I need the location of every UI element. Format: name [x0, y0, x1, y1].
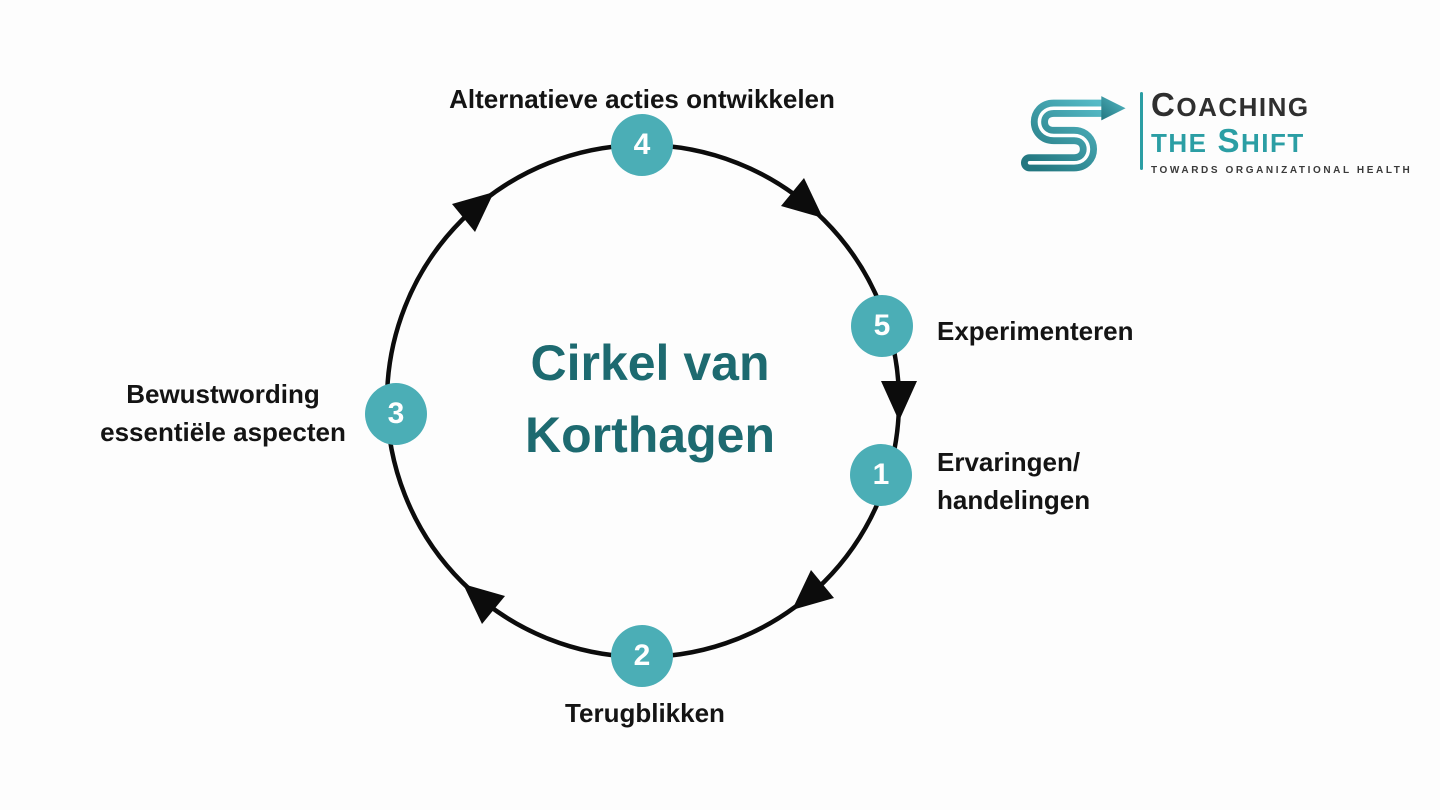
logo-divider — [1140, 92, 1143, 170]
arrowhead-step5-to-step1-icon — [881, 381, 917, 421]
step-node-4: 4 — [611, 114, 673, 176]
step-node-2: 2 — [611, 625, 673, 687]
step-node-5: 5 — [851, 295, 913, 357]
arrowhead-step3-to-step4-icon — [452, 192, 494, 232]
step-node-1: 1 — [850, 444, 912, 506]
step-number-4: 4 — [633, 128, 651, 161]
s-arrow-icon — [1020, 96, 1126, 172]
logo-tagline: TOWARDS ORGANIZATIONAL HEALTH — [1151, 165, 1413, 176]
step-number-3: 3 — [387, 397, 405, 430]
arrowhead-step1-to-step2-icon — [792, 570, 834, 610]
diagram-title-line2: Korthagen — [525, 407, 775, 463]
step-label-2: Terugblikken — [565, 698, 725, 728]
step-number-1: 1 — [872, 458, 890, 491]
diagram-title-line1: Cirkel van — [530, 335, 770, 391]
diagram-title: Cirkel van Korthagen — [400, 327, 900, 471]
step-label-1: Ervaringen/ handelingen — [937, 447, 1091, 515]
step-label-4: Alternatieve acties ontwikkelen — [449, 84, 835, 114]
step-number-2: 2 — [633, 639, 651, 672]
step-number-5: 5 — [873, 309, 891, 342]
arrowhead-step2-to-step3-icon — [463, 584, 505, 624]
arrowhead-step4-to-step5-icon — [781, 178, 823, 218]
step-label-5: Experimenteren — [937, 316, 1134, 346]
logo-coaching: COACHING — [1151, 86, 1310, 123]
step-label-3: Bewustwording essentiële aspecten — [100, 379, 346, 447]
step-node-3: 3 — [365, 383, 427, 445]
